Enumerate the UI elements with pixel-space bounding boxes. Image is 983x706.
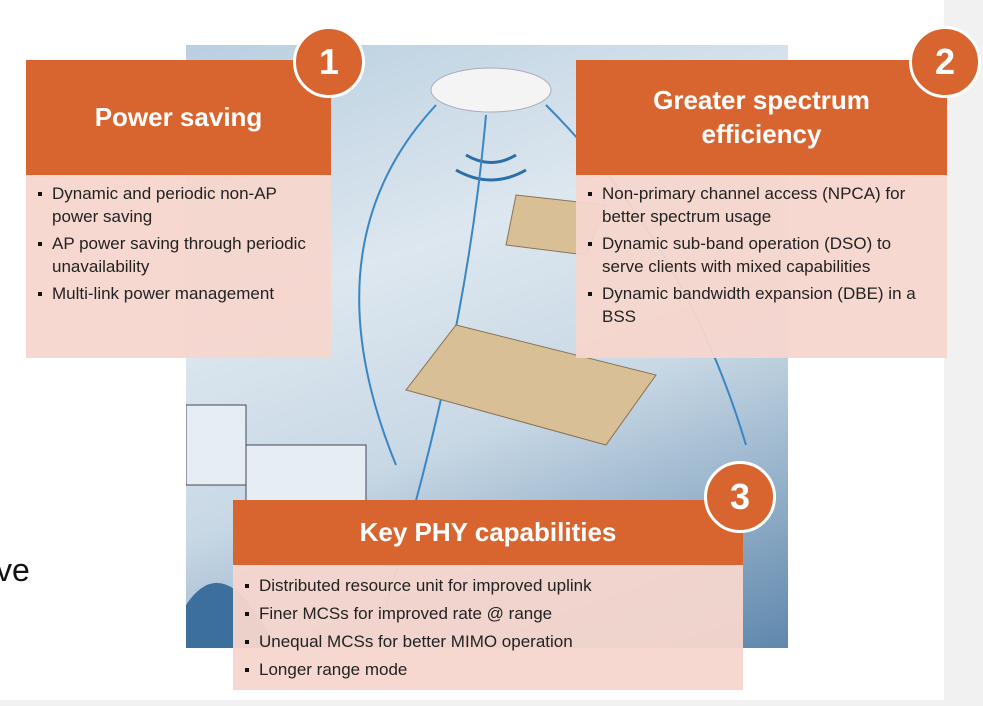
list-item: Longer range mode	[245, 659, 731, 682]
side-text: ve	[0, 552, 30, 588]
card-power-saving: Power saving Dynamic and periodic non-AP…	[26, 60, 331, 358]
card-title: Key PHY capabilities	[233, 500, 743, 565]
list-item: Dynamic and periodic non-AP power saving	[38, 183, 319, 229]
list-item: Dynamic bandwidth expansion (DBE) in a B…	[588, 283, 935, 329]
list-item: Multi-link power management	[38, 283, 319, 306]
list-item: AP power saving through periodic unavail…	[38, 233, 319, 279]
card-list: Dynamic and periodic non-AP power saving…	[26, 175, 331, 358]
card-spectrum-efficiency: Greater spectrum efficiency Non-primary …	[576, 60, 947, 358]
number-badge: 1	[293, 26, 365, 98]
number-badge: 2	[909, 26, 981, 98]
list-item: Finer MCSs for improved rate @ range	[245, 603, 731, 626]
list-item: Dynamic sub-band operation (DSO) to serv…	[588, 233, 935, 279]
card-title: Power saving	[26, 60, 331, 175]
list-item: Distributed resource unit for improved u…	[245, 575, 731, 598]
list-item: Non-primary channel access (NPCA) for be…	[588, 183, 935, 229]
list-item: Unequal MCSs for better MIMO operation	[245, 631, 731, 654]
card-list: Non-primary channel access (NPCA) for be…	[576, 175, 947, 358]
card-list: Distributed resource unit for improved u…	[233, 565, 743, 690]
card-title: Greater spectrum efficiency	[576, 60, 947, 175]
number-badge: 3	[704, 461, 776, 533]
card-phy-capabilities: Key PHY capabilities Distributed resourc…	[233, 500, 743, 690]
